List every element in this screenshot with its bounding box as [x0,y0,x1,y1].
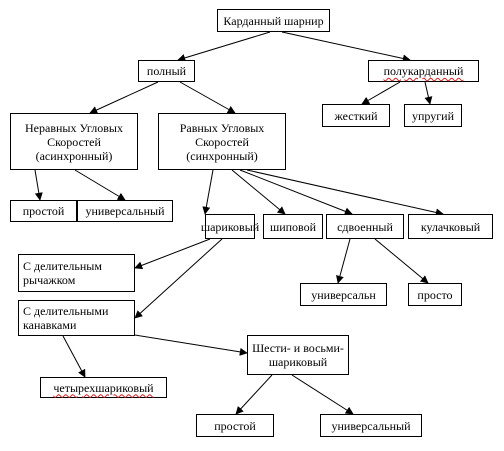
arrow-semi-to-elastic [424,81,433,105]
node-elastic: упругий [404,104,462,127]
node-semi-cardan-label: полукарданный [383,64,464,78]
node-dividing-grooves: С делительными канавками [18,300,135,336]
arrow-full-to-unequal [89,81,159,114]
arrow-cardan-to-semi [281,31,411,63]
arrow-double-to-simple [374,238,429,284]
node-universal-3: универсальный [320,414,422,437]
node-dividing-lever: С делительным рычажком [18,254,135,292]
node-cardan-joint: Карданный шарнир [217,9,330,32]
arrow-ball-to-divgroove [134,238,223,319]
node-four-ball: четырехшариковый [40,377,167,398]
arrow-semi-to-rigid [361,81,401,105]
node-simple-2: просто [408,283,462,306]
arrow-full-to-equal [179,81,236,114]
node-rigid: жесткий [322,104,390,127]
node-pin: шиповой [263,214,323,239]
node-equal-speed: Равных Угловых Скоростей (синхронный) [158,113,286,170]
node-simple-1: простой [10,200,77,222]
node-universal-1: универсальный [77,200,173,222]
node-unequal-speed: Неравных Угловых Скоростей (асинхронный) [10,113,138,170]
arrow-sixeight-to-universal [291,374,354,415]
node-full: полный [138,60,195,82]
node-cam: кулачковый [408,214,493,239]
arrow-equal-to-cam [246,169,444,217]
arrow-ball-to-divlever [134,238,211,270]
node-double: сдвоенный [326,214,404,239]
arrow-cardan-to-full [177,31,271,62]
arrow-equal-to-pin [231,169,286,215]
node-semi-cardan: полукарданный [368,60,479,82]
arrow-equal-to-ball [202,169,214,215]
node-four-ball-label: четырехшариковый [53,380,154,395]
node-simple-3: простой [196,414,274,437]
arrow-double-to-universal [336,238,351,284]
arrow-unequal-to-universal [74,169,126,201]
node-six-eight-ball: Шести- и восьми- шариковый [247,335,349,375]
arrow-unequal-to-simple [34,169,43,201]
node-universal-2: универсальн [300,283,387,306]
arrow-sixeight-to-simple [235,374,273,415]
arrow-equal-to-double [239,169,353,216]
node-ball: шариковый [201,214,259,239]
arrow-divgroove-to-fourball [62,335,86,378]
